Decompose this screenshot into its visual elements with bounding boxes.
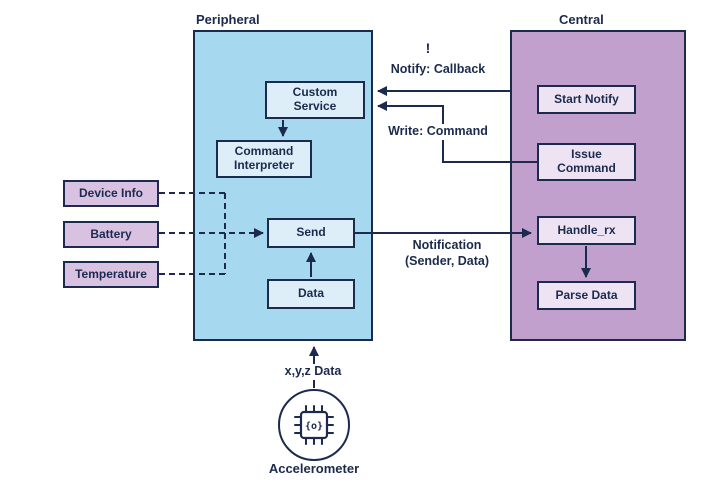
notification-label: Notification (Sender, Data) — [404, 238, 490, 268]
command-interpreter-node: Command Interpreter — [216, 140, 312, 178]
notify-callback-label: Notify: Callback — [390, 62, 486, 76]
custom-service-node: Custom Service — [265, 81, 365, 119]
accelerometer-circle: {o} — [278, 389, 350, 461]
device-info-node: Device Info — [63, 180, 159, 207]
chip-icon: {o} — [294, 405, 334, 445]
parse-data-node: Parse Data — [537, 281, 636, 310]
xyz-data-label: x,y,z Data — [277, 364, 349, 380]
exclamation-label: ! — [425, 40, 431, 56]
issue-command-node: Issue Command — [537, 143, 636, 181]
central-label: Central — [559, 12, 604, 27]
chip-glyph-text: {o} — [305, 421, 323, 432]
temperature-node: Temperature — [63, 261, 159, 288]
battery-node: Battery — [63, 221, 159, 248]
data-node: Data — [267, 279, 355, 309]
accelerometer-label: Accelerometer — [268, 461, 360, 476]
handle-rx-node: Handle_rx — [537, 216, 636, 245]
send-node: Send — [267, 218, 355, 248]
peripheral-label: Peripheral — [196, 12, 260, 27]
write-command-label: Write: Command — [381, 124, 495, 140]
start-notify-node: Start Notify — [537, 85, 636, 114]
